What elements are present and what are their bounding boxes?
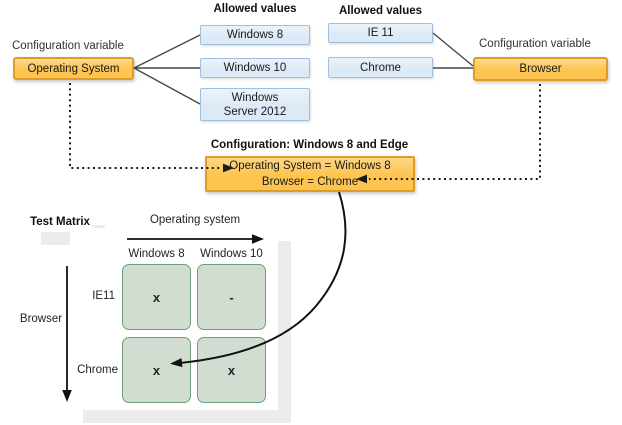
configuration-assignment-browser: Browser = Chrome bbox=[261, 176, 359, 188]
allowed-value-ie11: IE 11 bbox=[328, 23, 433, 43]
y-axis-label: Browser bbox=[19, 313, 63, 325]
matrix-row-header-chrome: Chrome bbox=[77, 364, 118, 376]
test-matrix-title: Test Matrix bbox=[28, 212, 92, 232]
matrix-cell-ie11-windows10: - bbox=[197, 264, 266, 330]
allowed-value-windows-server-2012: Windows Server 2012 bbox=[200, 88, 310, 121]
os-values-connector-lines bbox=[133, 34, 201, 105]
allowed-value-chrome: Chrome bbox=[328, 57, 433, 78]
allowed-value-windows10: Windows 10 bbox=[200, 58, 310, 78]
matrix-cell-chrome-windows8: x bbox=[122, 337, 191, 403]
allowed-values-heading-browser: Allowed values bbox=[338, 5, 423, 17]
matrix-cell-chrome-windows10: x bbox=[197, 337, 266, 403]
browser-values-connector-lines bbox=[432, 32, 474, 69]
configuration-box: Operating System = Windows 8 Browser = C… bbox=[205, 156, 415, 192]
matrix-row-header-ie11: IE11 bbox=[92, 290, 115, 302]
configuration-assignment-os: Operating System = Windows 8 bbox=[229, 160, 391, 172]
browser-variable-box: Browser bbox=[473, 57, 608, 81]
matrix-cell-ie11-windows8: x bbox=[122, 264, 191, 330]
allowed-values-heading-os: Allowed values bbox=[213, 3, 297, 15]
os-variable-box: Operating System bbox=[13, 57, 134, 80]
allowed-value-windows8: Windows 8 bbox=[200, 25, 310, 45]
matrix-col-header-windows8: Windows 8 bbox=[128, 248, 185, 260]
matrix-col-header-windows10: Windows 10 bbox=[200, 248, 263, 260]
configuration-title: Configuration: Windows 8 and Edge bbox=[210, 139, 409, 151]
x-axis-label: Operating system bbox=[149, 214, 241, 226]
browser-variable-caption: Configuration variable bbox=[479, 38, 591, 50]
os-variable-caption: Configuration variable bbox=[12, 40, 124, 52]
os-to-config-dotted-line bbox=[69, 83, 221, 169]
